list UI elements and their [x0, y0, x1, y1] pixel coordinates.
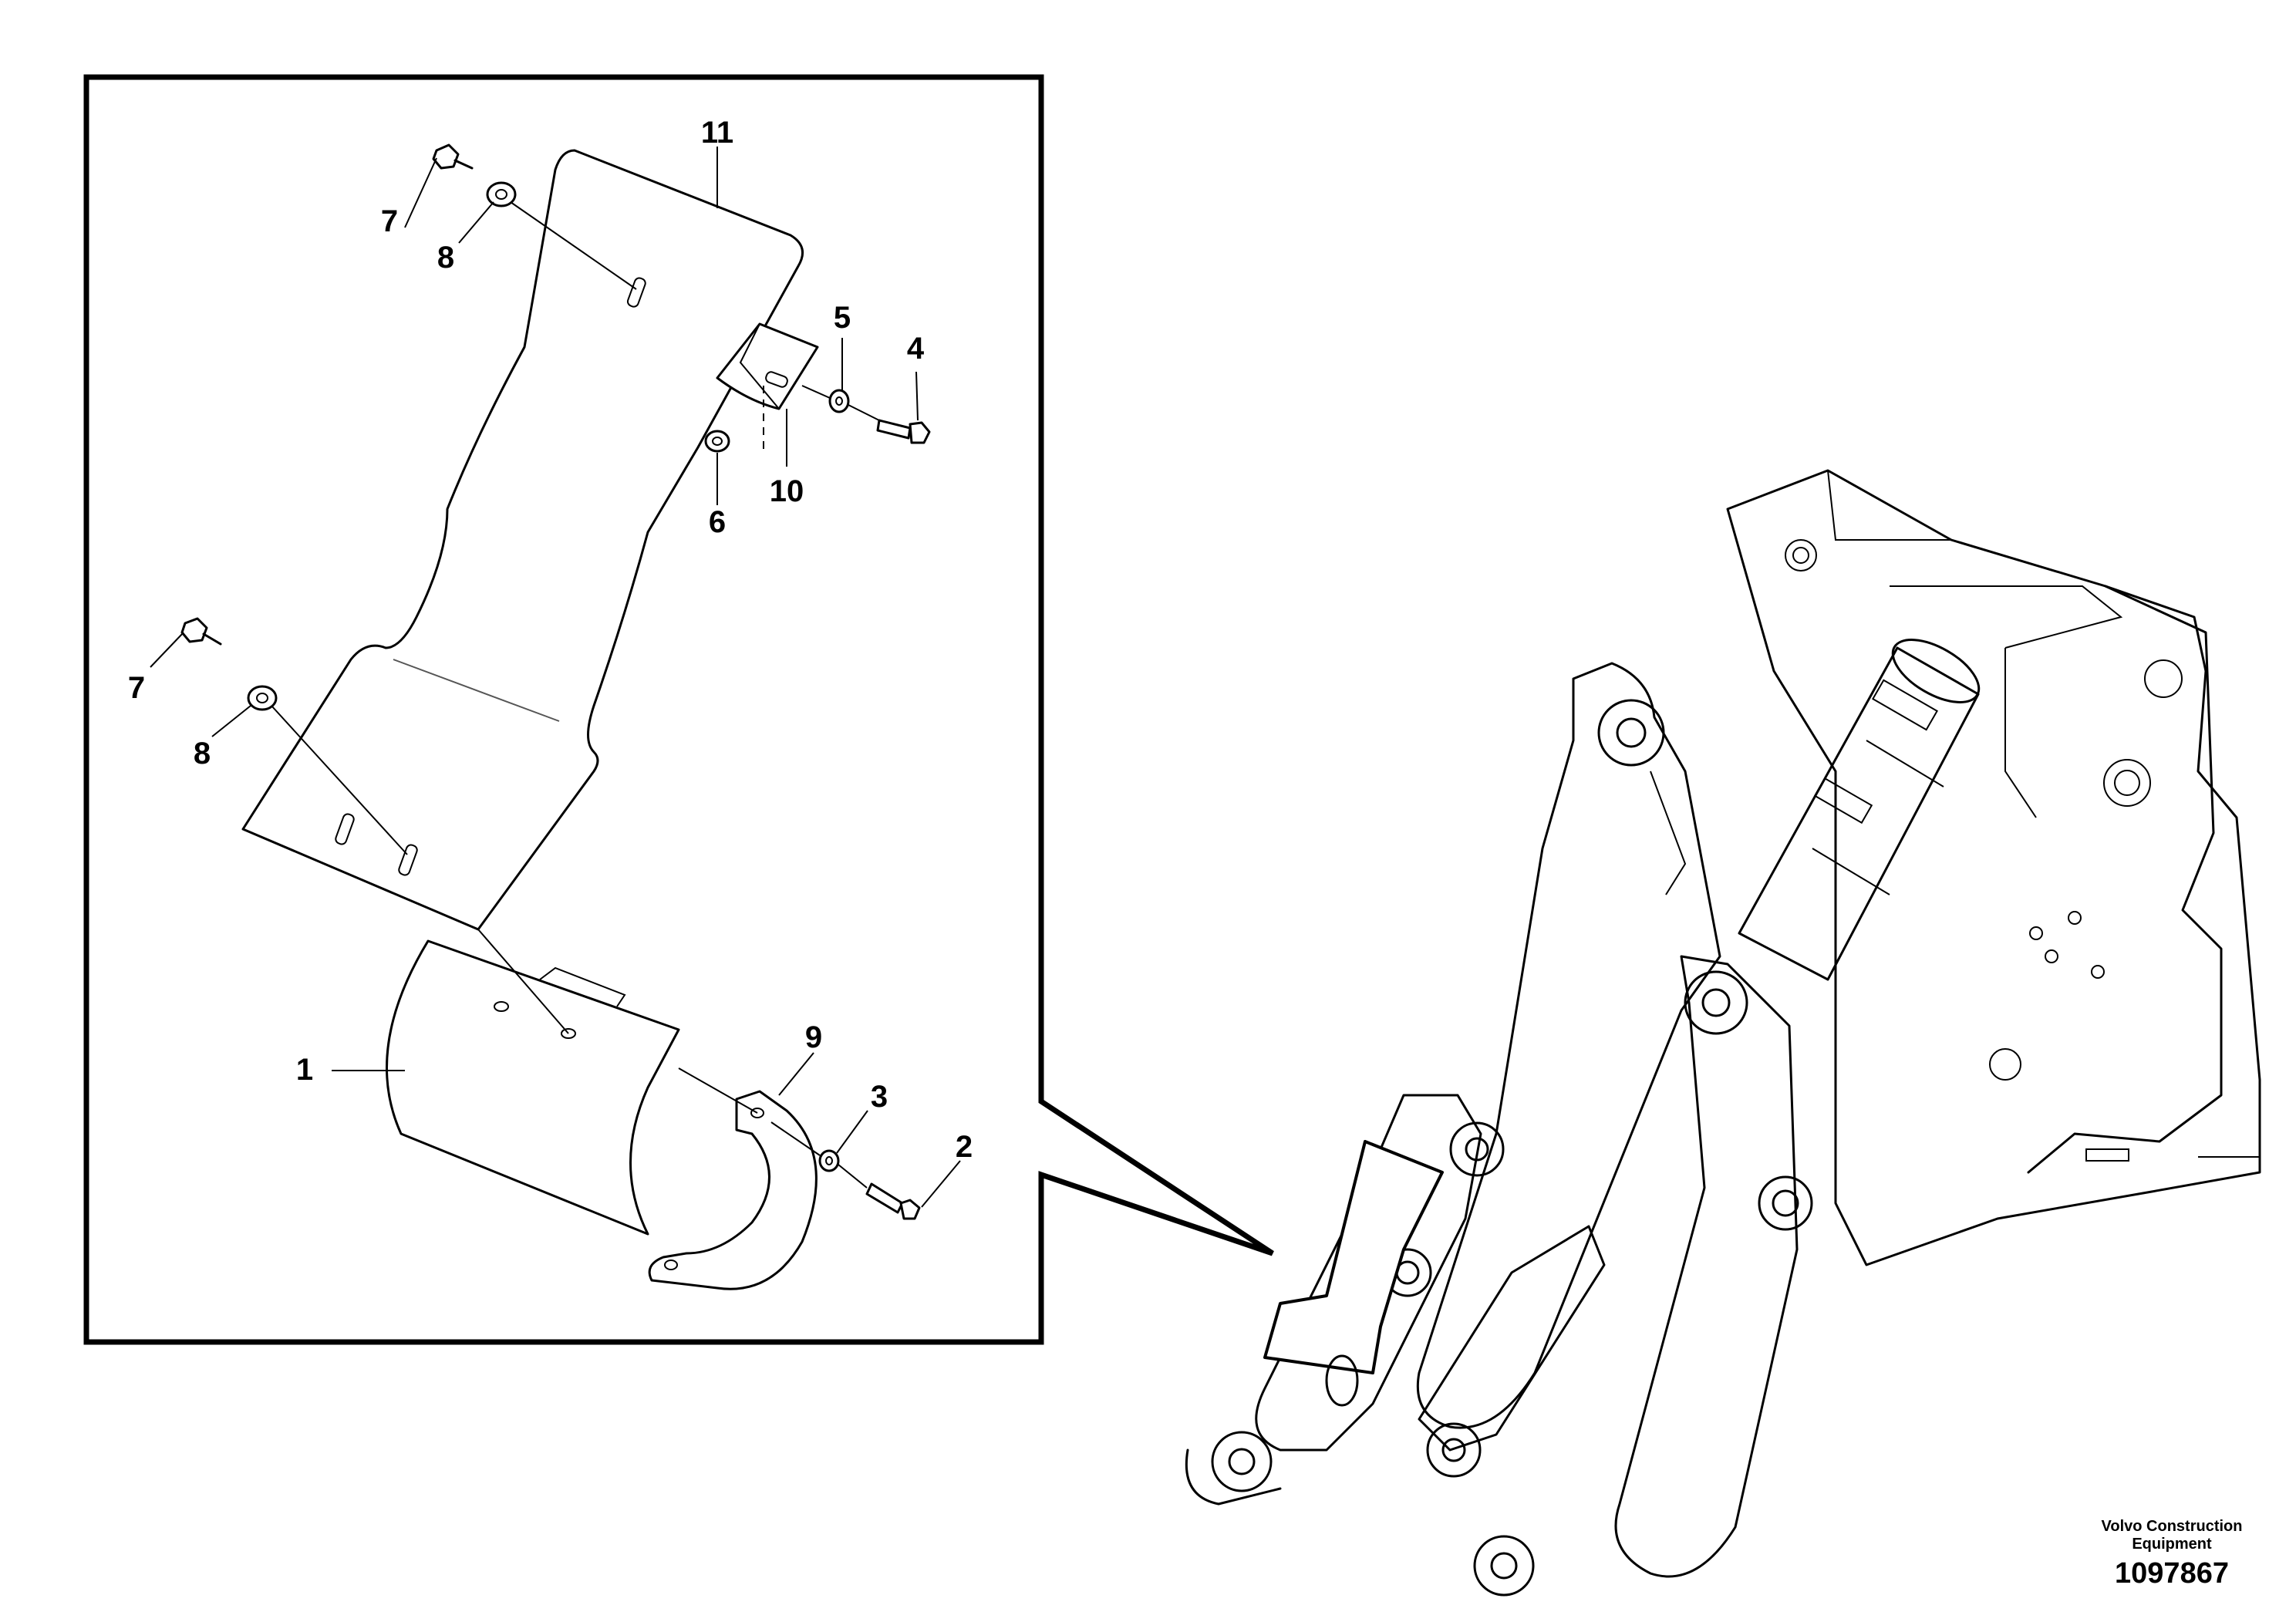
- assembly-lines: [271, 201, 880, 1189]
- brand-line-1: Volvo Construction: [2102, 1518, 2243, 1535]
- part-11-shield-plate: [241, 149, 804, 931]
- washer-3: [818, 1149, 840, 1172]
- drawing-caption: Volvo Construction Equipment 1097867: [2102, 1518, 2243, 1590]
- wheel-loader-frame-illustration: [1185, 469, 2261, 1597]
- callout-label: 6: [709, 505, 726, 539]
- callout-label: 1: [296, 1053, 313, 1087]
- part-10-bracket: [716, 322, 819, 455]
- callout-label: 7: [128, 671, 145, 705]
- part-9-clamp-half: [648, 1090, 818, 1290]
- detail-frame: [83, 74, 1274, 1345]
- nut-6: [704, 430, 730, 453]
- callout-label: 7: [381, 204, 398, 238]
- leader-lines: [150, 147, 961, 1208]
- nut-8-lower: [247, 685, 278, 711]
- callout-label: 3: [871, 1080, 888, 1114]
- nut-8-upper: [486, 181, 517, 207]
- bolt-4: [876, 419, 931, 444]
- callout-labels: 11 7 8 5 4 10 6 7 8 9 1 3 2: [128, 116, 973, 1164]
- callout-label: 10: [770, 474, 804, 508]
- callout-label: 9: [805, 1020, 822, 1054]
- brand-line-2: Equipment: [2132, 1536, 2212, 1553]
- callout-label: 2: [956, 1130, 973, 1164]
- callout-label: 4: [907, 332, 925, 366]
- callout-label: 5: [834, 301, 851, 335]
- part-1-tube-cover: [386, 939, 680, 1236]
- callout-label: 8: [194, 737, 211, 771]
- callout-label: 8: [437, 241, 454, 275]
- callout-label: 11: [701, 116, 733, 150]
- washer-5: [828, 389, 850, 413]
- bolt-2: [865, 1182, 921, 1220]
- drawing-number: 1097867: [2115, 1557, 2229, 1590]
- bolt-7-upper: [432, 143, 474, 170]
- bolt-7-lower: [180, 617, 222, 646]
